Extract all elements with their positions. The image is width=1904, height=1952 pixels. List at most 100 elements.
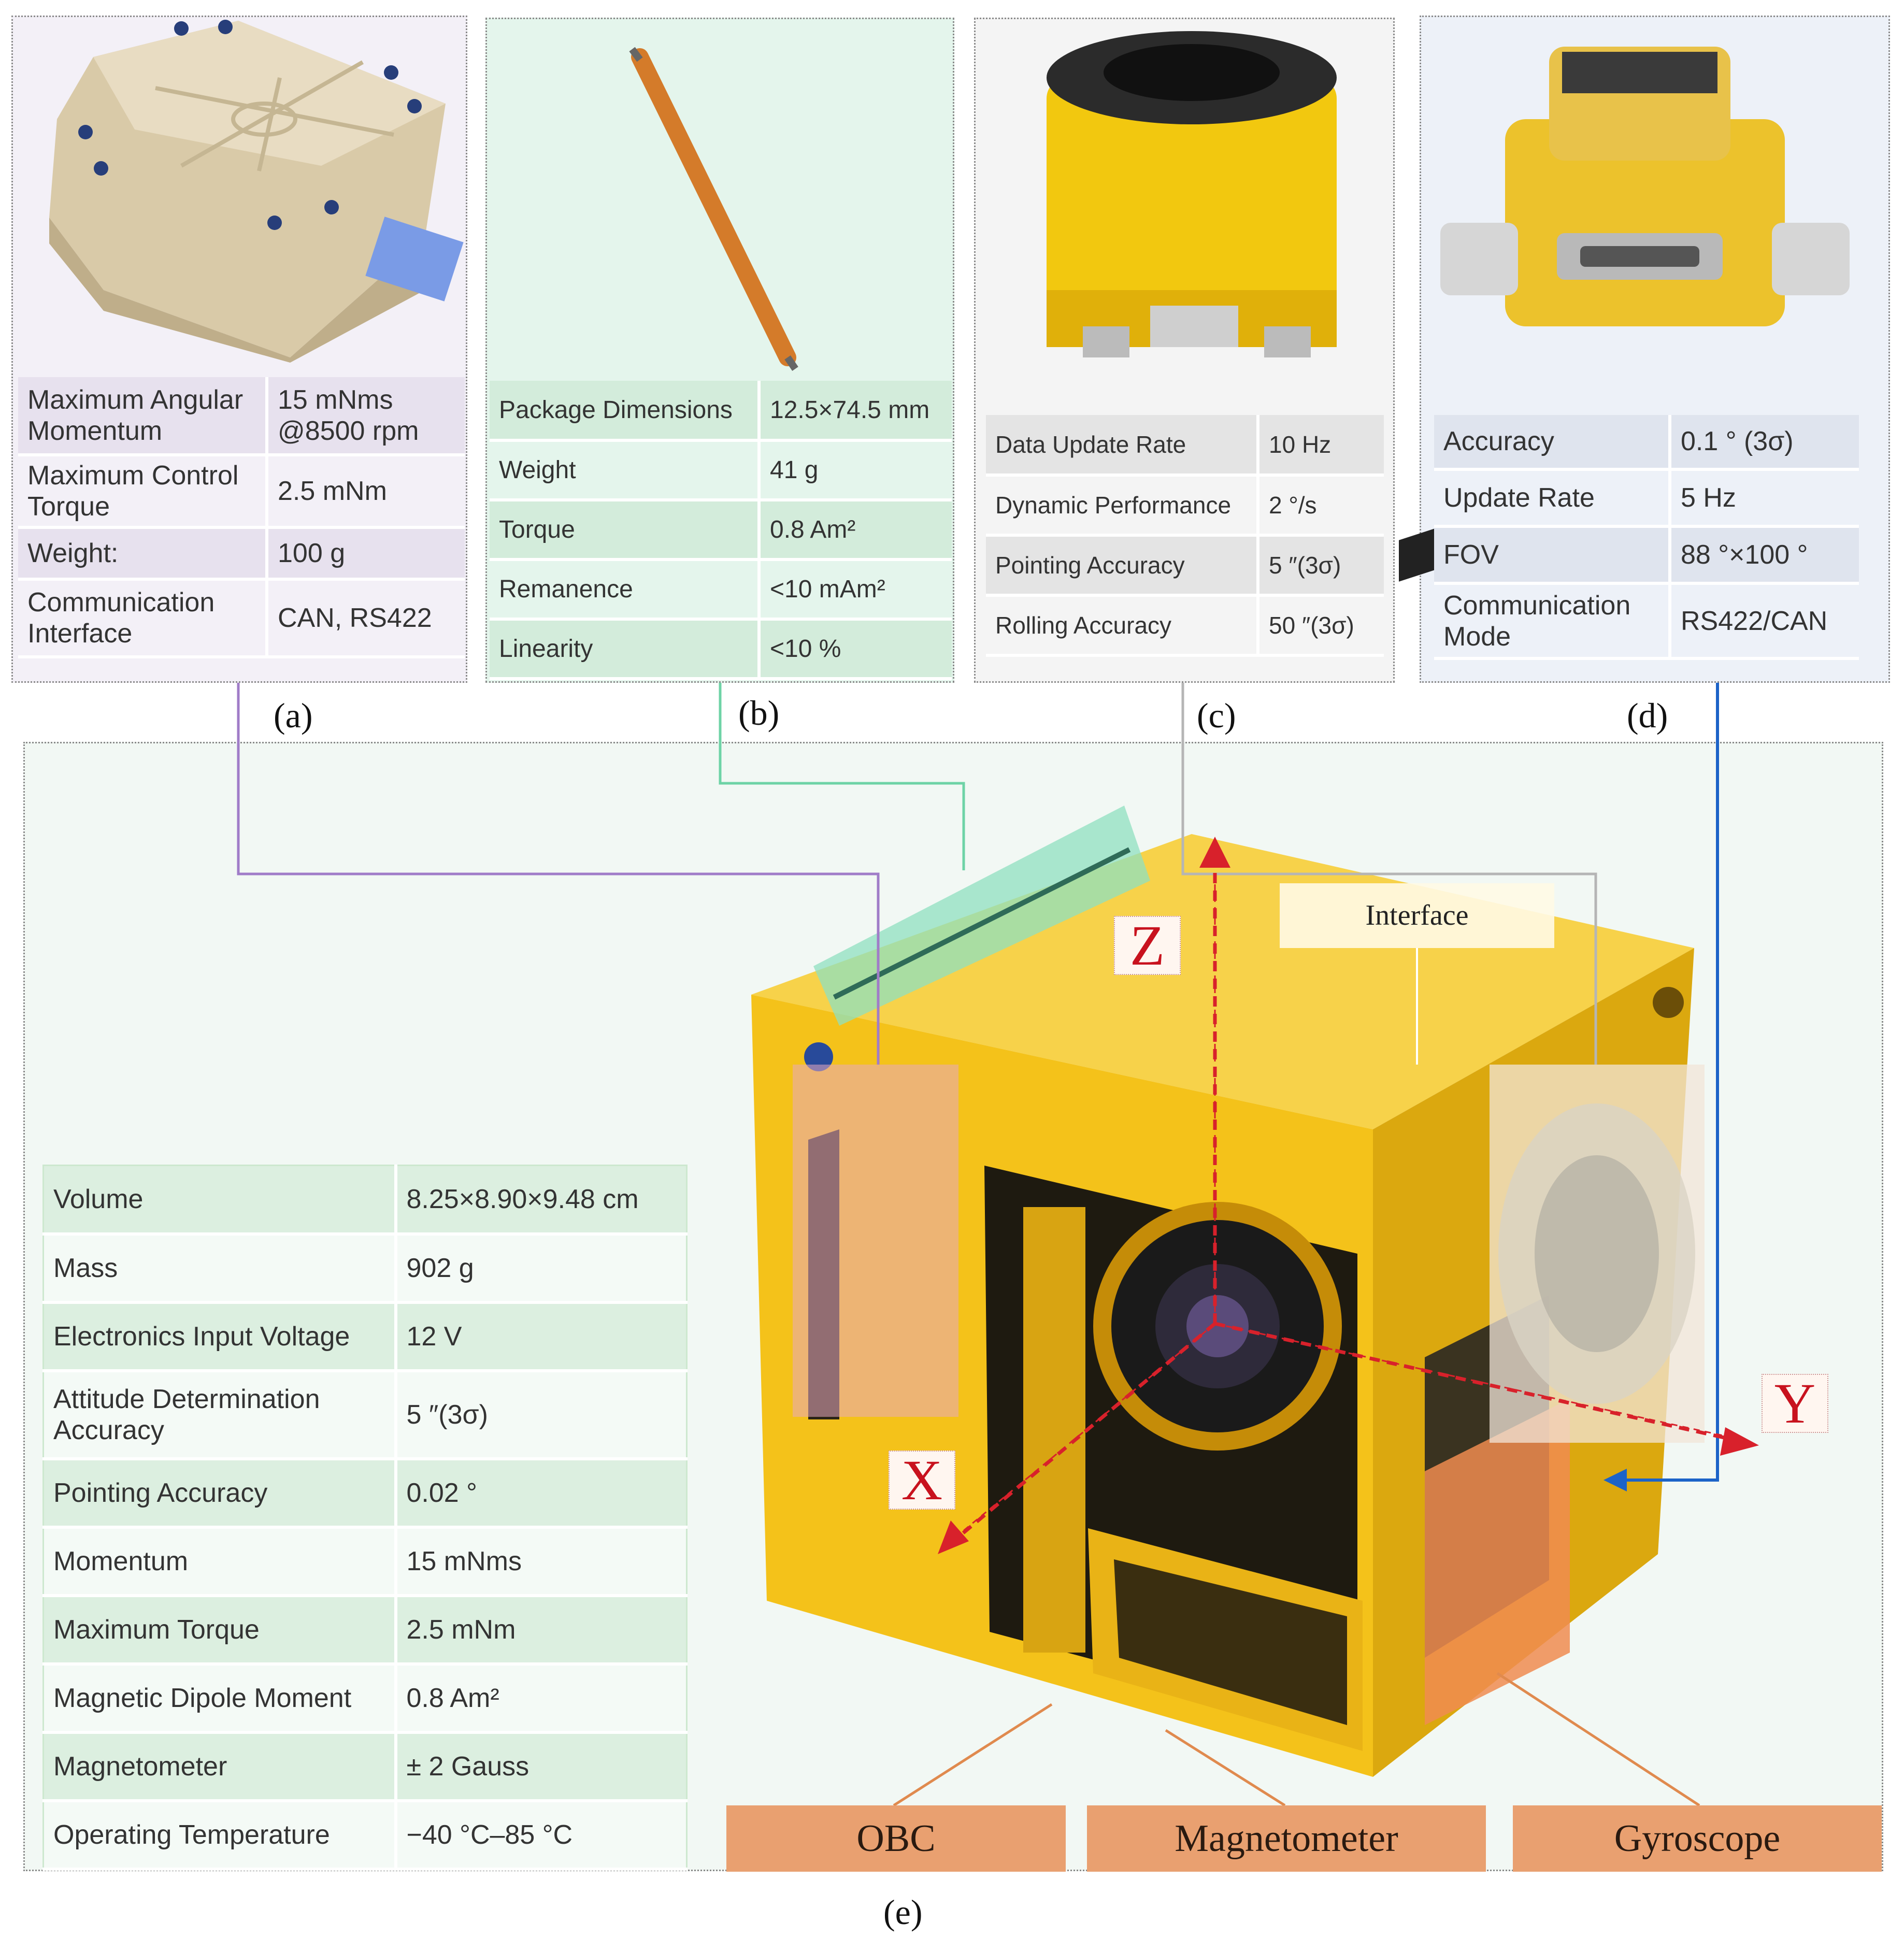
axis-z-label: Z bbox=[1114, 914, 1181, 977]
spec-value: 12 V bbox=[395, 1302, 687, 1372]
spec-label: Update Rate bbox=[1434, 469, 1671, 528]
spec-value: 50 ″(3σ) bbox=[1258, 595, 1384, 657]
spec-label: Accuracy bbox=[1434, 415, 1671, 471]
spec-label: Maximum Angular Momentum bbox=[18, 377, 268, 456]
panel-b-label: (b) bbox=[738, 693, 780, 733]
sun-sensor-illustration bbox=[1440, 47, 1850, 326]
spec-label: Weight bbox=[490, 440, 761, 501]
magnetometer-leader bbox=[1165, 1729, 1286, 1807]
panel-d-label: (d) bbox=[1627, 696, 1668, 735]
spec-row: Remanence<10 mAm² bbox=[490, 559, 952, 621]
callout-line-a bbox=[237, 683, 880, 1065]
panel-e-label: (e) bbox=[883, 1892, 923, 1932]
spec-row: Weight:100 g bbox=[18, 527, 465, 581]
interface-label: Interface bbox=[1365, 899, 1469, 931]
spec-value: 2.5 mNm bbox=[395, 1595, 687, 1666]
spec-label: Data Update Rate bbox=[986, 415, 1259, 477]
spec-value: 0.8 Am² bbox=[395, 1663, 687, 1734]
spec-label: Linearity bbox=[490, 619, 761, 680]
spec-label: Maximum Torque bbox=[43, 1595, 397, 1666]
spec-value: 88 °×100 ° bbox=[1670, 526, 1859, 585]
spec-label: Pointing Accuracy bbox=[986, 535, 1259, 597]
cubesat-illustration bbox=[751, 491, 1705, 1777]
spec-label: Attitude Determination Accuracy bbox=[43, 1370, 397, 1460]
spec-value: 41 g bbox=[759, 440, 952, 501]
spec-value: 2 °/s bbox=[1258, 475, 1384, 537]
spec-value: 12.5×74.5 mm bbox=[759, 381, 952, 442]
spec-value: ± 2 Gauss bbox=[395, 1732, 687, 1802]
spec-label: Torque bbox=[490, 500, 761, 561]
star-tracker-illustration bbox=[1047, 31, 1337, 357]
spec-row: Linearity<10 % bbox=[490, 619, 952, 680]
spec-label: Rolling Accuracy bbox=[986, 595, 1259, 657]
callout-arrow-d bbox=[1604, 1469, 1627, 1491]
spec-label: Momentum bbox=[43, 1527, 397, 1597]
obc-box: OBC bbox=[726, 1805, 1066, 1872]
spec-label: FOV bbox=[1434, 526, 1671, 585]
axis-x-label: X bbox=[889, 1448, 955, 1512]
callout-line-b bbox=[719, 683, 965, 870]
spec-value: 8.25×8.90×9.48 cm bbox=[395, 1165, 687, 1236]
spec-label: Electronics Input Voltage bbox=[43, 1302, 397, 1372]
spec-label: Magnetometer bbox=[43, 1732, 397, 1802]
spec-value: 5 ″(3σ) bbox=[1258, 535, 1384, 597]
panel-a-label: (a) bbox=[274, 696, 313, 735]
spec-label: Magnetic Dipole Moment bbox=[43, 1663, 397, 1734]
spec-row: Operating Temperature−40 °C–85 °C bbox=[43, 1800, 687, 1871]
reaction-wheel-illustration bbox=[49, 20, 464, 363]
spec-value: 15 mNms @8500 rpm bbox=[267, 377, 465, 456]
spec-value: <10 mAm² bbox=[759, 559, 952, 621]
spec-value: 15 mNms bbox=[395, 1527, 687, 1597]
spec-value: 100 g bbox=[267, 527, 465, 581]
y-axis bbox=[1214, 1322, 1736, 1442]
magnetorquer-illustration bbox=[629, 47, 798, 371]
spec-label: Package Dimensions bbox=[490, 381, 761, 442]
spec-value: CAN, RS422 bbox=[267, 579, 465, 658]
spec-value: −40 °C–85 °C bbox=[395, 1800, 687, 1871]
spec-label: Communication Mode bbox=[1434, 583, 1671, 660]
axis-y-label: Y bbox=[1762, 1372, 1828, 1435]
spec-label: Volume bbox=[43, 1165, 397, 1236]
interface-label-box bbox=[1280, 883, 1554, 948]
spec-row: Magnetometer± 2 Gauss bbox=[43, 1732, 687, 1802]
callout-line-d bbox=[1611, 683, 1719, 1482]
callout-line-c bbox=[1181, 683, 1597, 1065]
spec-value: <10 % bbox=[759, 619, 952, 680]
spec-value: 10 Hz bbox=[1258, 415, 1384, 477]
spec-value: 0.02 ° bbox=[395, 1458, 687, 1529]
spec-label: Dynamic Performance bbox=[986, 475, 1259, 537]
spec-value: 902 g bbox=[395, 1233, 687, 1304]
spec-label: Remanence bbox=[490, 559, 761, 621]
spec-value: 2.5 mNm bbox=[267, 455, 465, 529]
magnetorquer-highlight bbox=[813, 806, 1150, 1026]
spec-label: Operating Temperature bbox=[43, 1800, 397, 1871]
panel-c-label: (c) bbox=[1197, 696, 1236, 735]
spec-value: 5 Hz bbox=[1670, 469, 1859, 528]
spec-label: Maximum Control Torque bbox=[18, 455, 268, 529]
spec-value: RS422/CAN bbox=[1670, 583, 1859, 660]
spec-label: Weight: bbox=[18, 527, 268, 581]
spec-value: 5 ″(3σ) bbox=[395, 1370, 687, 1460]
spec-label: Communication Interface bbox=[18, 579, 268, 658]
